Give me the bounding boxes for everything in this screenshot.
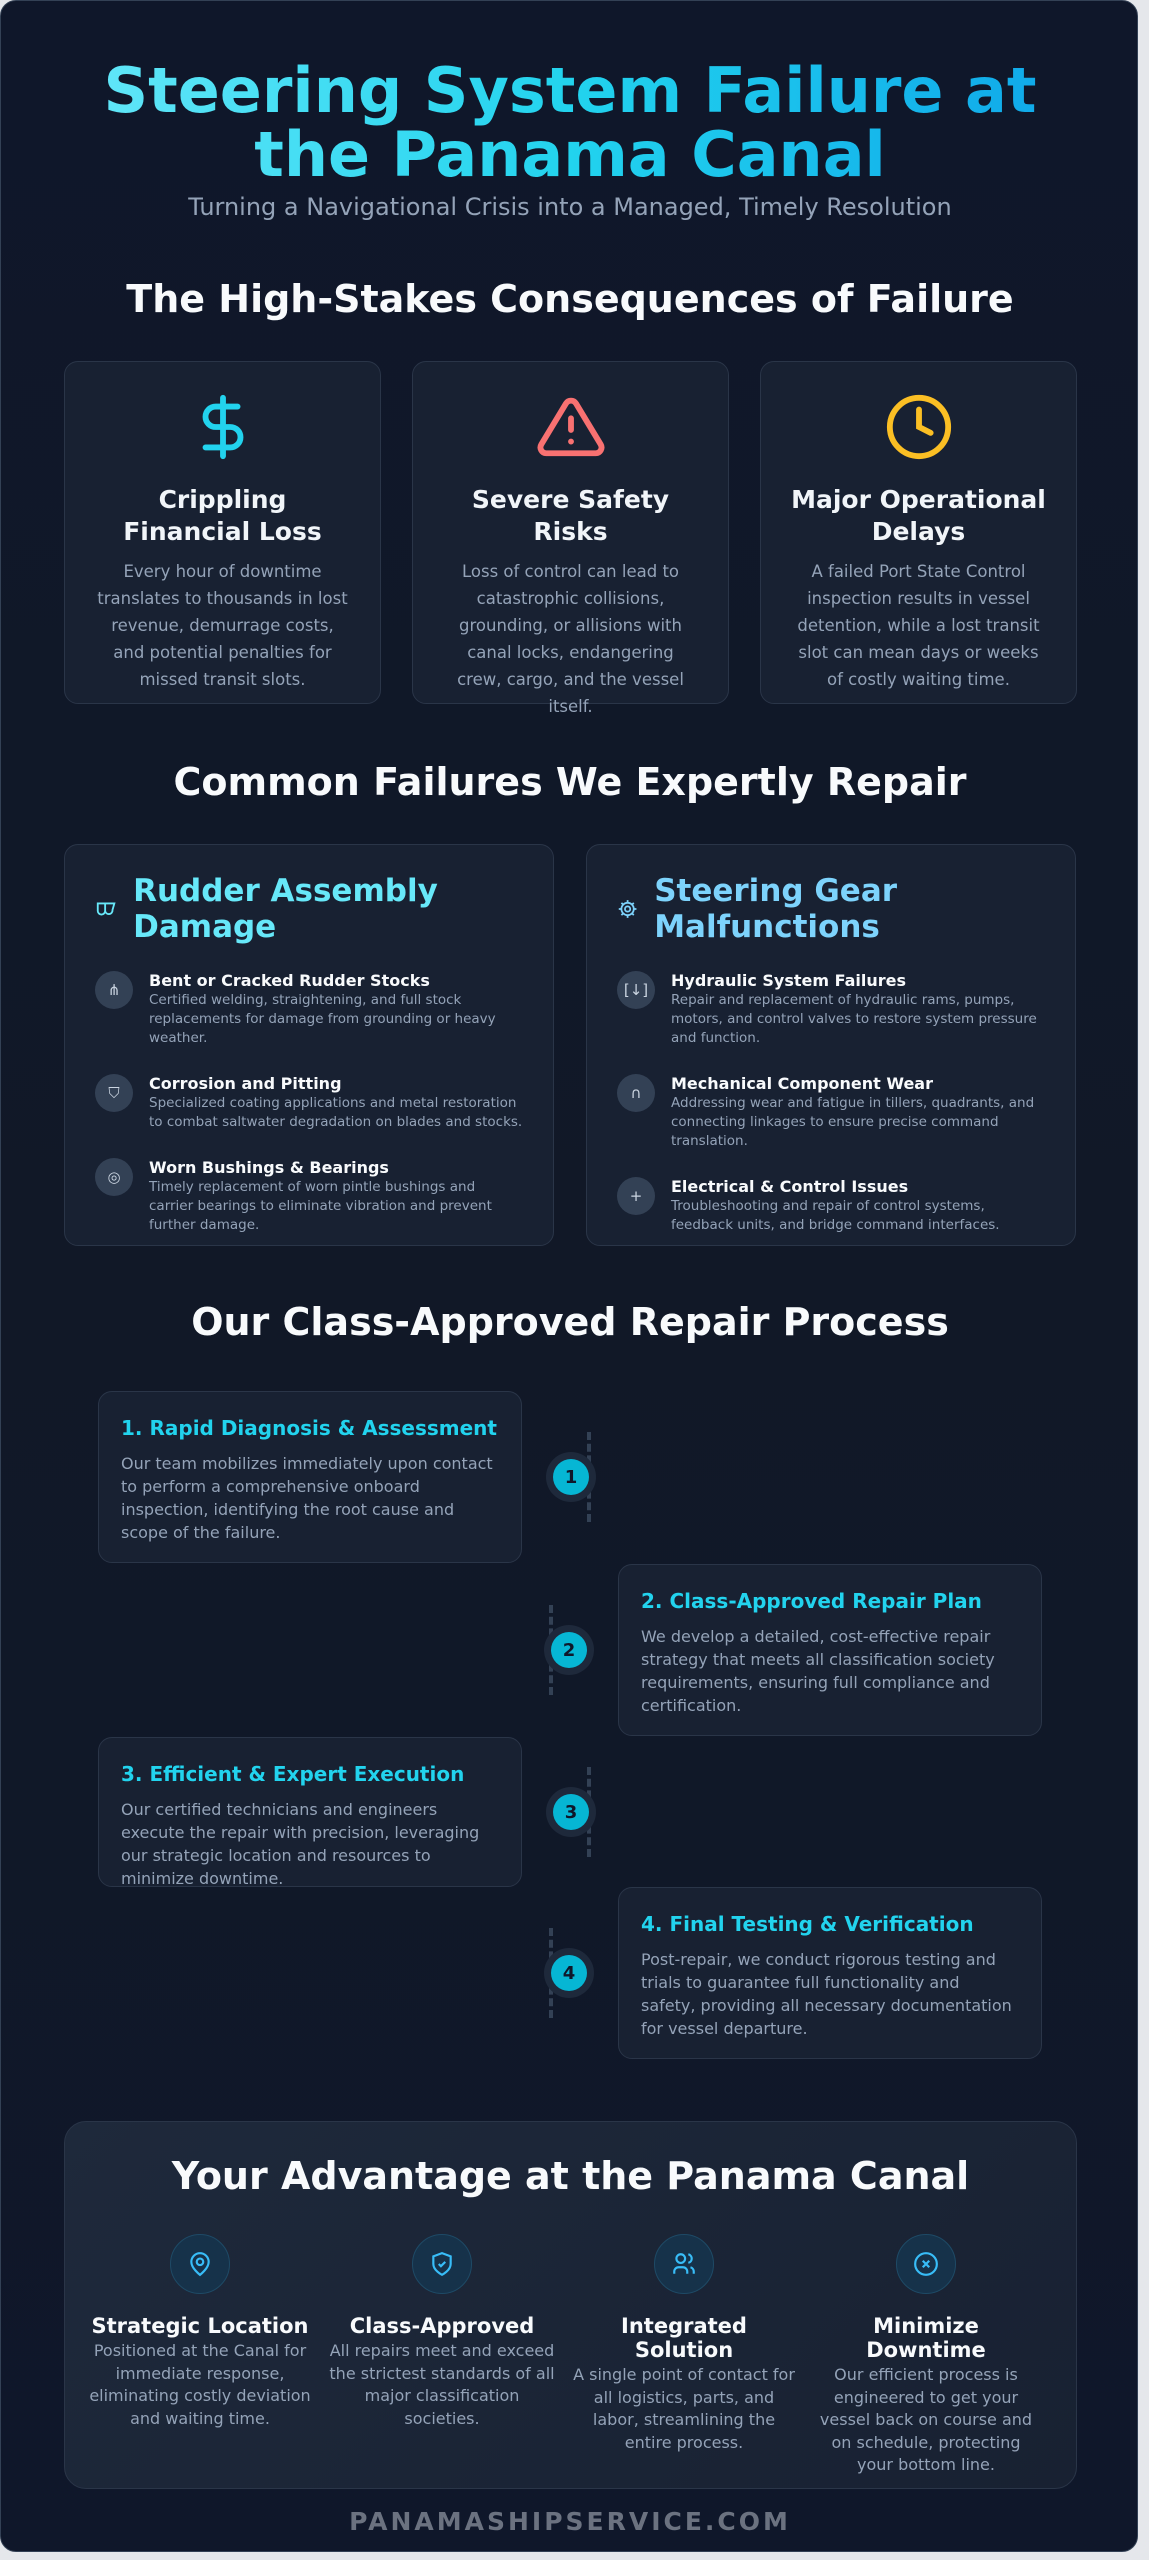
item-text: Addressing wear and fatigue in tillers, …: [671, 1095, 1035, 1149]
users-icon: [654, 2234, 714, 2294]
step-title: 1. Rapid Diagnosis & Assessment: [121, 1416, 497, 1440]
step-text: We develop a detailed, cost-effective re…: [641, 1627, 995, 1715]
step-text: Our certified technicians and engineers …: [121, 1800, 480, 1888]
consequence-card-delays: Major Operational Delays A failed Port S…: [760, 361, 1077, 704]
circle-x-icon: [896, 2234, 956, 2294]
linkage-icon: ∩: [617, 1074, 655, 1112]
item-title: Integrated Solution: [621, 2314, 747, 2362]
item-title: Class-Approved: [349, 2314, 535, 2338]
card-title: Crippling Financial Loss: [123, 485, 322, 546]
consequence-card-financial: Crippling Financial Loss Every hour of d…: [64, 361, 381, 704]
advantage-panel: Your Advantage at the Panama Canal Strat…: [64, 2121, 1077, 2489]
step-number-1: 1: [553, 1459, 589, 1495]
shield-check-icon: [412, 2234, 472, 2294]
item-text: Our efficient process is engineered to g…: [819, 2365, 1033, 2474]
step-number-4: 4: [551, 1955, 587, 1991]
item-text: Specialized coating applications and met…: [149, 1095, 523, 1130]
process-step-2: 2. Class-Approved Repair Plan We develop …: [618, 1564, 1042, 1736]
warning-triangle-icon: [537, 397, 604, 457]
step-number-2: 2: [551, 1632, 587, 1668]
item-title: Corrosion and Pitting: [149, 1074, 342, 1093]
advantage-heading: Your Advantage at the Panama Canal: [171, 2154, 970, 2198]
rudder-icon: [96, 902, 116, 916]
item-title: Bent or Cracked Rudder Stocks: [149, 971, 430, 990]
clock-icon: [886, 394, 951, 460]
item-text: Troubleshooting and repair of control sy…: [671, 1198, 1000, 1233]
step-text: Post-repair, we conduct rigorous testing…: [641, 1950, 1012, 2038]
hydraulic-icon: [↓]: [617, 971, 655, 1009]
step-title: 2. Class-Approved Repair Plan: [641, 1589, 982, 1613]
consequences-heading: The High-Stakes Consequences of Failure: [126, 277, 1014, 321]
card-title: Major Operational Delays: [791, 485, 1046, 546]
dollar-icon: [202, 394, 243, 460]
page-subtitle: Turning a Navigational Crisis into a Man…: [188, 193, 952, 221]
card-title: Severe Safety Risks: [471, 485, 670, 546]
item-text: Certified welding, straightening, and fu…: [149, 992, 496, 1046]
item-title: Electrical & Control Issues: [671, 1177, 909, 1196]
step-title: 4. Final Testing & Verification: [641, 1912, 974, 1936]
item-title: Worn Bushings & Bearings: [149, 1158, 389, 1177]
failure-group-rudder: Rudder Assembly Damage ⋔ Bent or Cracked …: [64, 844, 554, 1246]
item-title: Strategic Location: [91, 2314, 309, 2338]
card-text: A failed Port State Control inspection r…: [797, 562, 1040, 689]
failure-group-steering-gear: Steering Gear Malfunctions [↓] Hydraulic …: [586, 844, 1076, 1246]
process-heading: Our Class-Approved Repair Process: [191, 1300, 949, 1344]
item-title: Hydraulic System Failures: [671, 971, 907, 990]
group-title: Steering Gear Malfunctions: [654, 873, 898, 945]
footer-brand[interactable]: PANAMASHIPSERVICE.COM: [349, 2507, 791, 2536]
plus-icon: +: [617, 1177, 655, 1215]
gear-icon: [618, 900, 637, 918]
timeline-connector: [587, 1767, 591, 1857]
item-text: Repair and replacement of hydraulic rams…: [671, 992, 1037, 1046]
item-text: All repairs meet and exceed the strictes…: [329, 2341, 555, 2428]
weld-icon: ⋔: [95, 971, 133, 1009]
step-number-3: 3: [553, 1794, 589, 1830]
step-text: Our team mobilizes immediately upon cont…: [121, 1454, 493, 1542]
bearing-icon: ◎: [95, 1158, 133, 1196]
group-title: Rudder Assembly Damage: [133, 873, 438, 945]
timeline-connector: [587, 1432, 591, 1522]
item-title: Minimize Downtime: [866, 2314, 986, 2362]
consequence-card-safety: Severe Safety Risks Loss of control can …: [412, 361, 729, 716]
map-pin-icon: [170, 2234, 230, 2294]
card-text: Loss of control can lead to catastrophic…: [457, 562, 684, 716]
item-text: A single point of contact for all logist…: [573, 2365, 795, 2452]
step-title: 3. Efficient & Expert Execution: [121, 1762, 465, 1786]
failures-heading: Common Failures We Expertly Repair: [173, 760, 967, 804]
card-text: Every hour of downtime translates to tho…: [97, 562, 348, 689]
shield-x-icon: ⛉: [95, 1074, 133, 1112]
item-text: Positioned at the Canal for immediate re…: [89, 2341, 311, 2428]
item-text: Timely replacement of worn pintle bushin…: [149, 1179, 492, 1233]
page-title: Steering System Failure at the Panama Ca…: [41, 59, 1099, 187]
item-title: Mechanical Component Wear: [671, 1074, 933, 1093]
